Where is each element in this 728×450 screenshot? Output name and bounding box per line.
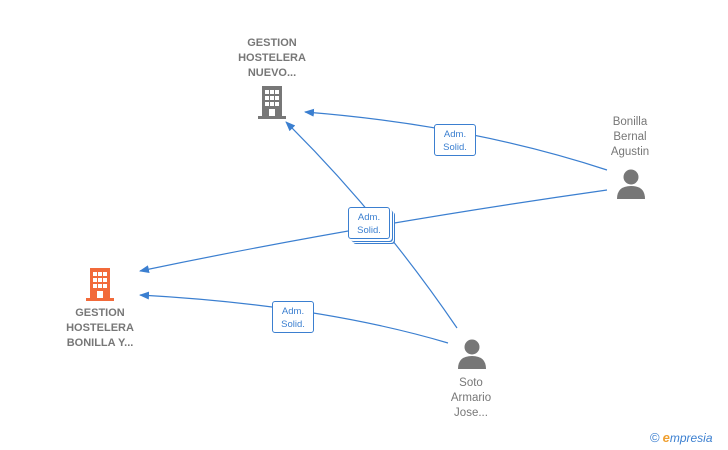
person-icon[interactable] <box>457 338 487 370</box>
edge-label-type: Solid. <box>443 142 467 153</box>
edge-label-right-to-top[interactable]: Adm. Solid. <box>434 124 476 156</box>
edge-label-role: Adm. <box>281 306 305 317</box>
building-icon[interactable] <box>256 84 288 120</box>
person-right-line-1: Bonilla <box>612 116 648 128</box>
person-bottom-line-3: Jose... <box>454 407 488 419</box>
copyright-symbol: © <box>650 430 660 445</box>
edge-label-center-group[interactable]: Adm. Solid. <box>348 207 390 239</box>
company-top-line-1: GESTION <box>247 37 297 49</box>
person-icon[interactable] <box>616 168 646 200</box>
brand-initial: e <box>662 430 670 445</box>
edge-label-bottom-to-left[interactable]: Adm. Solid. <box>272 301 314 333</box>
person-bottom-line-2: Armario <box>450 392 492 404</box>
person-right-line-2: Bernal <box>613 131 647 143</box>
company-left-line-1: GESTION <box>75 307 125 319</box>
company-top-line-2: HOSTELERA <box>238 52 306 64</box>
edge-label-role: Adm. <box>357 212 381 223</box>
company-top-line-3: NUEVO... <box>247 67 297 79</box>
company-left-label[interactable]: GESTION HOSTELERA BONILLA Y... <box>50 306 150 351</box>
person-right-label[interactable]: Bonilla Bernal Agustin <box>590 115 670 160</box>
company-left-line-3: BONILLA Y... <box>66 337 134 349</box>
brand-name: mpresia <box>669 431 713 445</box>
person-right-line-3: Agustin <box>610 146 650 158</box>
edge-label-type: Solid. <box>357 225 381 236</box>
building-icon[interactable] <box>84 266 116 302</box>
empresia-logo: ©empresia <box>650 430 713 445</box>
edge-label-type: Solid. <box>281 319 305 330</box>
company-top-label[interactable]: GESTION HOSTELERA NUEVO... <box>222 36 322 81</box>
person-bottom-line-1: Soto <box>459 377 483 389</box>
person-bottom-label[interactable]: Soto Armario Jose... <box>431 376 511 421</box>
edge-label-role: Adm. <box>443 129 467 140</box>
company-left-line-2: HOSTELERA <box>66 322 134 334</box>
